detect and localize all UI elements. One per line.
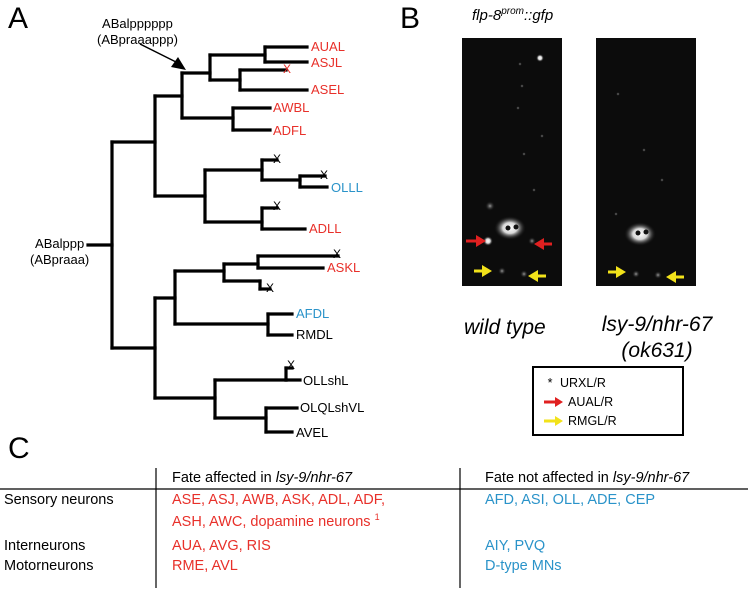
leaf-askl: ASKL xyxy=(327,260,361,275)
root-label-line1: ABalppp xyxy=(35,236,85,251)
cell-interneurons-affected: AUA, AVG, RIS xyxy=(172,538,271,554)
mutant-fluorescence xyxy=(614,92,664,279)
arrow-rmgl-left-wt xyxy=(474,265,492,277)
caption-wild-type: wild type xyxy=(464,316,546,339)
leaf-afdl: AFDL xyxy=(296,306,330,321)
leaf-aual: AUAL xyxy=(311,39,345,54)
arrow-rmgl-right-mut xyxy=(666,271,684,283)
star-icon: * xyxy=(547,376,553,390)
leaf-asel: ASEL xyxy=(311,82,345,97)
cell-sensory-not-affected: AFD, ASI, OLL, ADE, CEP xyxy=(485,492,656,508)
leaf-olll: OLLL xyxy=(331,180,363,195)
legend-row-urx: * URXL/R xyxy=(544,376,606,390)
caption-mutant-line1: lsy-9/nhr-67 xyxy=(601,313,713,336)
leaf-adfl: ADFL xyxy=(273,123,307,138)
legend-label-aua: AUAL/R xyxy=(568,395,614,409)
leaf-asjl: ASJL xyxy=(311,55,343,70)
wild-type-fluorescence xyxy=(483,54,544,278)
cell-interneurons-not-affected: AIY, PVQ xyxy=(485,538,546,554)
cell-motorneurons-not-affected: D-type MNs xyxy=(485,558,562,574)
panel-letter-a: A xyxy=(8,2,29,35)
yellow-arrow-icon xyxy=(544,416,563,426)
death-mark-ollu: X xyxy=(273,152,282,166)
caption-mutant: lsy-9/nhr-67 (ok631) xyxy=(582,312,732,364)
legend-label-urx: URXL/R xyxy=(560,376,606,390)
footnote-marker: 1 xyxy=(374,512,380,522)
col-header-not-affected-gene: lsy-9/nhr-67 xyxy=(612,470,690,486)
arrow-label-line2: (ABpraaappp) xyxy=(97,32,178,47)
death-mark-askl: X xyxy=(333,247,342,261)
red-arrow-icon xyxy=(544,397,563,407)
col-header-affected-gene: lsy-9/nhr-67 xyxy=(275,470,353,486)
leaf-avel: AVEL xyxy=(296,425,329,440)
leaf-adll: ADLL xyxy=(309,221,342,236)
arrow-aual-left xyxy=(466,235,486,247)
arrow-label: ABalpppppp (ABpraaappp) xyxy=(97,16,178,48)
cell-motorneurons-affected: RME, AVL xyxy=(172,558,238,574)
leaf-rmdl: RMDL xyxy=(296,327,333,342)
row-label-motorneurons: Motorneurons xyxy=(4,558,94,574)
death-mark-askl-sister: X xyxy=(266,281,275,295)
death-mark-adll: X xyxy=(273,199,282,213)
leaf-ollshl: OLLshL xyxy=(303,373,349,388)
legend: * URXL/R AUAL/R RMGL/R xyxy=(532,366,684,436)
panel-letter-c: C xyxy=(8,432,30,465)
mutant-image xyxy=(596,38,696,286)
col-header-not-affected-prefix: Fate not affected in xyxy=(485,470,613,486)
death-mark-olll: X xyxy=(320,168,329,182)
root-label-line2: (ABpraaa) xyxy=(30,252,90,267)
legend-label-rmg: RMGL/R xyxy=(568,414,617,428)
legend-row-aua: AUAL/R xyxy=(544,395,613,409)
col-header-not-affected: Fate not affected in lsy-9/nhr-67 xyxy=(485,470,689,486)
col-header-affected-prefix: Fate affected in xyxy=(172,470,276,486)
legend-row-rmg: RMGL/R xyxy=(544,414,617,428)
arrow-label-line1: ABalpppppp xyxy=(102,16,173,31)
cell-sensory-affected-2: ASH, AWC, dopamine neurons 1 xyxy=(172,512,380,530)
caption-mutant-line2: (ok631) xyxy=(621,339,693,362)
death-mark-ollshl: X xyxy=(287,358,296,372)
title-rest: ::gfp xyxy=(523,7,554,24)
panel-letter-b: B xyxy=(400,2,421,35)
root-label: ABalppp (ABpraaa) xyxy=(30,236,89,268)
title-sup: prom xyxy=(501,6,524,17)
cell-sensory-affected-2-text: ASH, AWC, dopamine neurons xyxy=(172,513,371,530)
panel-b-title: flp-8prom::gfp xyxy=(472,6,553,24)
leaf-awbl: AWBL xyxy=(273,100,310,115)
cell-sensory-affected-1: ASE, ASJ, AWB, ASK, ADL, ADF, xyxy=(172,492,386,508)
title-gene: flp-8 xyxy=(472,7,502,24)
arrow-aual-right xyxy=(534,238,552,250)
death-mark-asjl: X xyxy=(283,62,292,76)
leaf-olqlshvl: OLQLshVL xyxy=(300,400,365,415)
row-label-interneurons: Interneurons xyxy=(4,538,86,554)
col-header-affected: Fate affected in lsy-9/nhr-67 xyxy=(172,470,352,486)
arrow-rmgl-left-mut xyxy=(608,266,626,278)
row-label-sensory: Sensory neurons xyxy=(4,492,114,508)
arrow-rmgl-right-wt xyxy=(528,270,546,282)
